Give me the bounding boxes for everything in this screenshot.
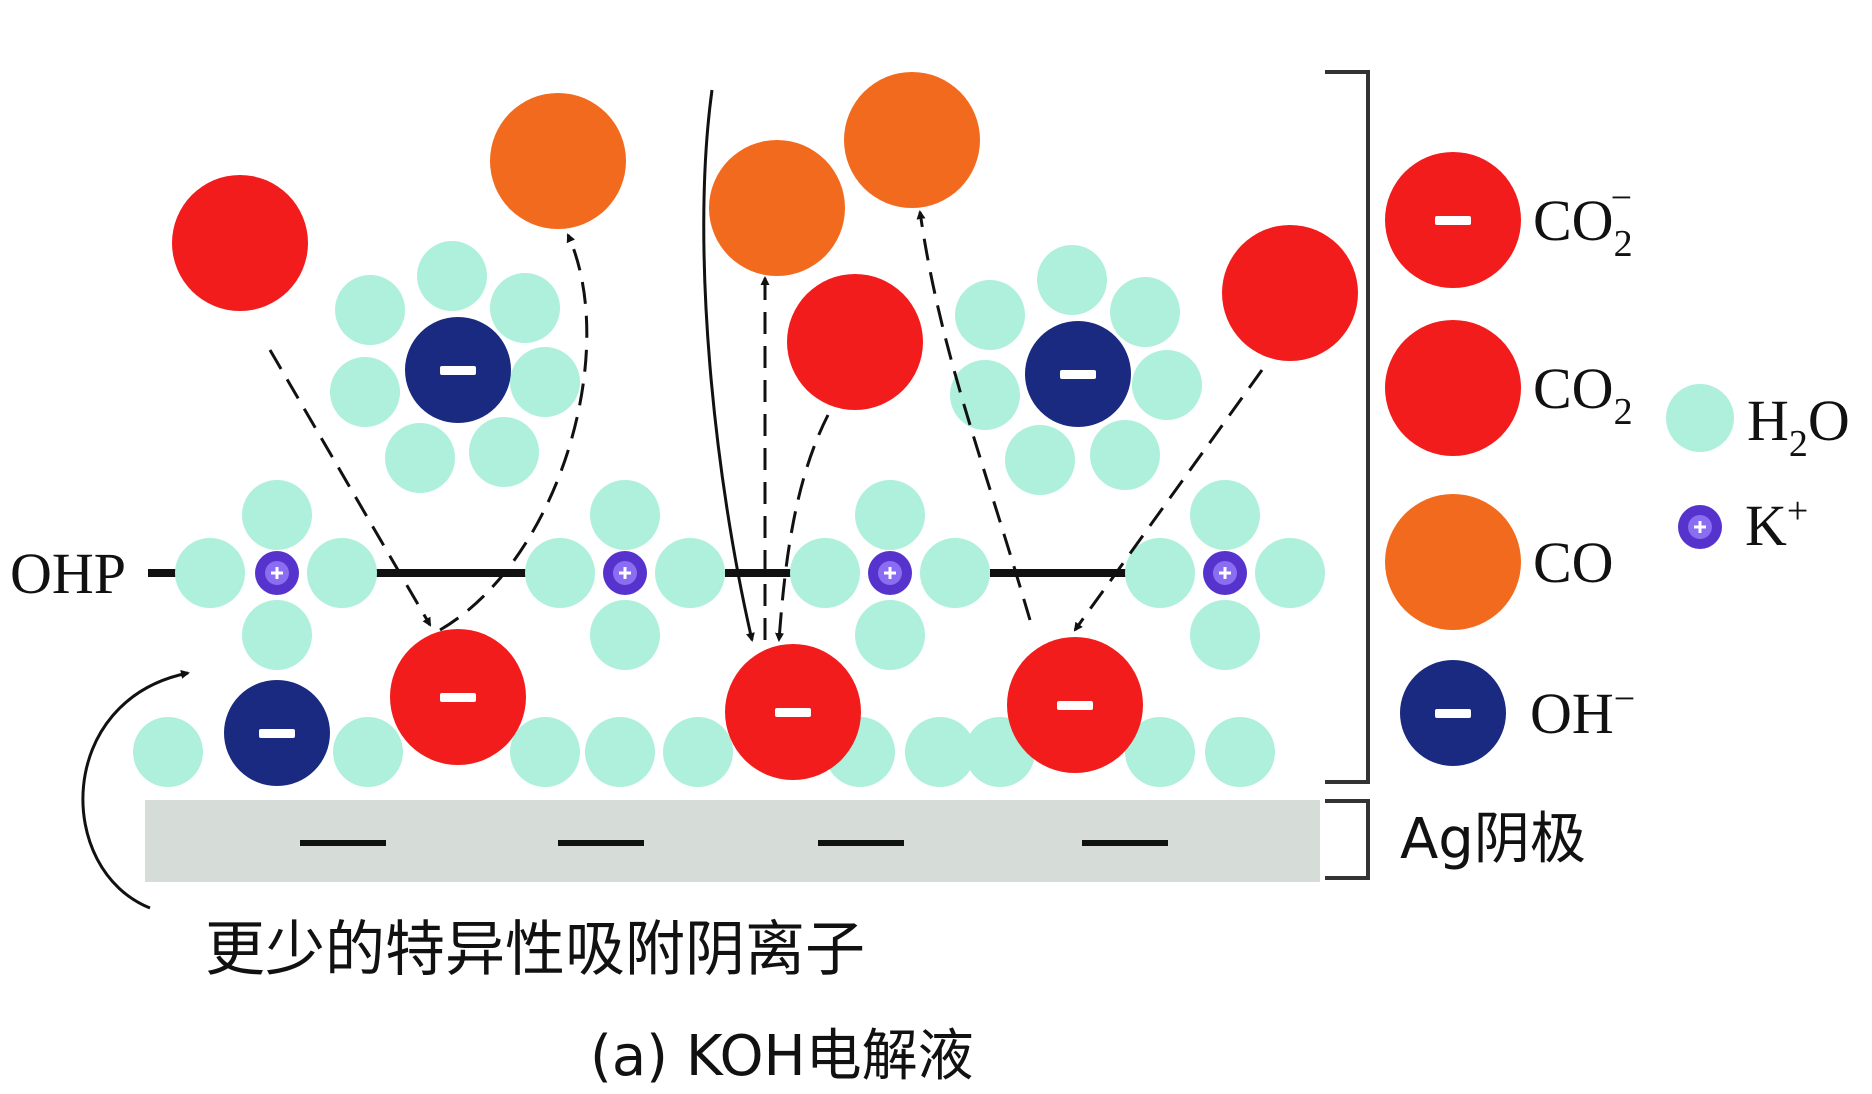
surface-anion-curved-arrow xyxy=(81,669,190,910)
water-molecule xyxy=(790,538,860,608)
hydroxide-ion-upper-right xyxy=(1025,321,1131,427)
water-molecule xyxy=(1090,420,1160,490)
water-molecule xyxy=(330,357,400,427)
water-molecule xyxy=(333,717,403,787)
fewer-specifically-adsorbed-anions-label: 更少的特异性吸附阴离子 xyxy=(205,915,865,985)
water-molecule xyxy=(1125,538,1195,608)
water-molecule xyxy=(175,538,245,608)
co2-molecule xyxy=(1222,225,1358,361)
water-molecule xyxy=(1110,277,1180,347)
water-molecule xyxy=(1005,425,1075,495)
potassium-ion xyxy=(868,551,912,595)
legend-co2-anion-label: CO2− xyxy=(1533,177,1633,265)
water-molecule xyxy=(242,600,312,670)
water-molecule xyxy=(590,480,660,550)
potassium-ion xyxy=(603,551,647,595)
water-molecule xyxy=(525,538,595,608)
water-molecule xyxy=(1037,245,1107,315)
adsorbed-co2-anion xyxy=(725,644,861,780)
potassium-ions xyxy=(255,551,1247,595)
legend-co2-label: CO2 xyxy=(1533,356,1633,433)
co-molecule xyxy=(709,140,845,276)
water-molecule xyxy=(510,717,580,787)
water-molecule xyxy=(417,241,487,311)
legend-co2-symbol xyxy=(1385,320,1521,456)
water-molecule xyxy=(133,717,203,787)
water-molecule xyxy=(855,480,925,550)
adsorbed-co2-anion xyxy=(1007,637,1143,773)
ohp-label: OHP xyxy=(10,541,126,606)
water-molecule xyxy=(385,423,455,493)
water-molecule xyxy=(955,280,1025,350)
legend-oh-label: OH− xyxy=(1530,678,1635,746)
water-molecule xyxy=(1190,480,1260,550)
water-molecule xyxy=(590,600,660,670)
figure-caption: (a) KOH电解液 xyxy=(590,1024,974,1089)
water-molecule xyxy=(1255,538,1325,608)
water-molecule xyxy=(905,717,975,787)
co2-to-surface-arrow xyxy=(775,414,830,642)
legend-potassium-label: K+ xyxy=(1745,490,1808,558)
legend-co2-anion-symbol xyxy=(1385,152,1521,288)
co2-to-surface-arrow xyxy=(268,349,432,627)
water-molecule xyxy=(490,273,560,343)
potassium-ion xyxy=(1203,551,1247,595)
potassium-ion xyxy=(255,551,299,595)
water-molecules xyxy=(133,241,1325,787)
co2-molecule xyxy=(787,274,923,410)
co2-molecule xyxy=(172,175,308,311)
water-molecule xyxy=(585,717,655,787)
co2-path-solid-arrow xyxy=(702,89,755,642)
co2-to-surface-arrow xyxy=(1073,369,1264,632)
water-molecule xyxy=(950,360,1020,430)
water-molecule xyxy=(920,538,990,608)
hydroxide-ion-surface xyxy=(224,680,330,786)
legend-oh-symbol xyxy=(1400,660,1506,766)
water-molecule xyxy=(335,275,405,345)
anion-to-co-arrow xyxy=(916,210,1032,621)
water-molecule xyxy=(1205,717,1275,787)
water-molecule xyxy=(663,717,733,787)
electrolyte-bracket xyxy=(1325,70,1370,784)
water-molecule xyxy=(1190,600,1260,670)
legend-potassium-symbol xyxy=(1678,505,1722,549)
adsorbed-co2-anion xyxy=(390,629,526,765)
hydroxide-ion-upper-left xyxy=(405,317,511,423)
electrode-bracket xyxy=(1325,799,1370,880)
water-molecule xyxy=(469,417,539,487)
water-molecule xyxy=(1132,350,1202,420)
anion-to-co-arrow xyxy=(439,233,589,632)
co-molecule xyxy=(844,72,980,208)
reaction-arrows xyxy=(81,89,1264,910)
legend-water-symbol xyxy=(1666,384,1734,452)
water-molecule xyxy=(855,600,925,670)
legend-co-label: CO xyxy=(1533,530,1614,595)
co-molecule xyxy=(490,93,626,229)
water-molecule xyxy=(655,538,725,608)
water-molecule xyxy=(510,347,580,417)
water-molecule xyxy=(1125,717,1195,787)
water-molecule xyxy=(307,538,377,608)
ag-cathode-label: Ag阴极 xyxy=(1400,807,1586,872)
legend-water-label: H2O xyxy=(1747,388,1850,465)
legend-co-symbol xyxy=(1385,494,1521,630)
water-molecule xyxy=(242,480,312,550)
